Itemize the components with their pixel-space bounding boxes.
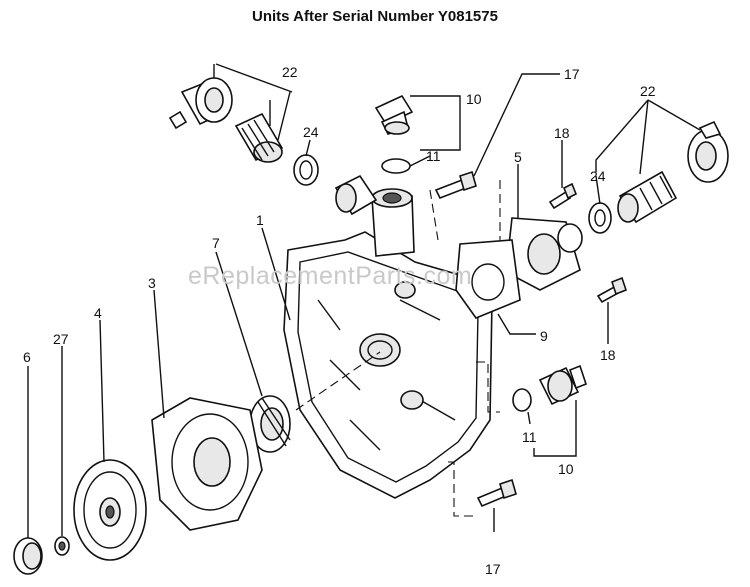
drain-plug-side [538,364,587,406]
impeller [73,459,147,561]
callout-6: 6 [23,349,31,365]
casing-outlet-neck [371,188,415,257]
callout-9: 9 [540,328,548,344]
callout-24-left: 24 [303,124,319,140]
gasket-24-left [293,154,319,186]
callout-17-top: 17 [564,66,580,82]
impeller-nut [13,537,43,575]
drain-plug-top [374,94,414,135]
callout-24-right: 24 [590,168,606,184]
callout-17-bottom: 17 [485,561,501,577]
o-ring-top [381,158,411,174]
callout-3: 3 [148,275,156,291]
callout-10-bottom: 10 [558,461,574,477]
callout-18-right: 18 [600,347,616,363]
callout-22-left: 22 [282,64,298,80]
watermark: eReplacementParts.com [188,262,473,290]
callout-22-right: 22 [640,83,656,99]
callout-18-top: 18 [554,125,570,141]
callout-10-top: 10 [466,91,482,107]
callout-labels: 22 10 17 22 24 11 18 5 24 1 7 3 4 27 6 9… [23,64,656,577]
gasket-24-right [588,202,612,234]
bolt-bottom [476,478,517,508]
bolt-top [434,170,477,200]
bolt-18-right [596,276,627,304]
callout-11-top: 11 [426,148,441,164]
diagram-title: Units After Serial Number Y081575 [252,8,498,25]
callout-1: 1 [256,212,264,228]
elbow-fitting [334,174,378,216]
flange-gasket [455,239,521,319]
washer [54,536,70,556]
callout-27: 27 [53,331,69,347]
hose-coupling-left [168,77,233,130]
callout-4: 4 [94,305,102,321]
callout-11-bottom: 11 [522,429,537,445]
o-ring-side [512,388,532,412]
hose-nipple-left [234,112,284,163]
alignment-lines [295,180,501,517]
bolt-18-top [548,182,578,210]
outlet-flange [505,217,583,291]
hose-coupling-right [687,120,729,183]
mechanical-seal [249,395,291,453]
hose-nipple-right [617,170,678,224]
volute-cover [151,397,263,531]
callout-5: 5 [514,149,522,165]
callout-7: 7 [212,235,220,251]
leader-lines [27,63,701,538]
pump-casing [283,231,493,499]
